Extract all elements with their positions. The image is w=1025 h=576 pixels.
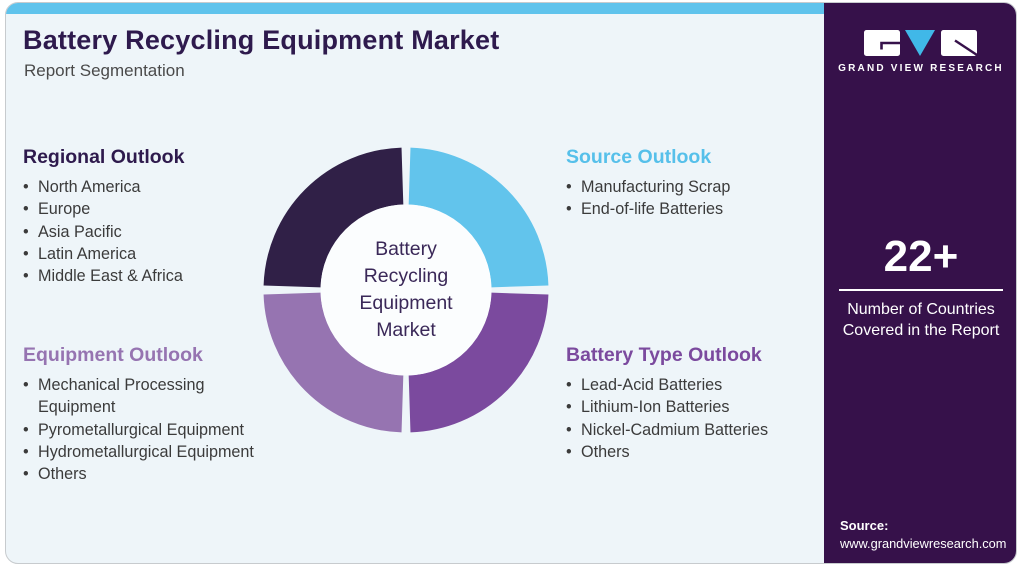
list-item: •Others xyxy=(566,441,826,463)
bullet-icon: • xyxy=(566,200,572,219)
source-url-link[interactable]: www.grandviewresearch.com xyxy=(840,536,1007,551)
list-item: •Others xyxy=(23,463,285,485)
section-regional-outlook: Regional Outlook •North America•Europe•A… xyxy=(23,146,293,287)
bullet-icon: • xyxy=(23,244,29,263)
equipment-outlook-title: Equipment Outlook xyxy=(23,344,203,366)
bullet-icon: • xyxy=(23,200,29,219)
bullet-icon: • xyxy=(23,178,29,196)
source-label: Source: xyxy=(840,518,889,533)
list-item: •Hydrometallurgical Equipment xyxy=(23,441,285,463)
donut-segment-source xyxy=(407,147,549,289)
source-block: Source: www.grandviewresearch.com xyxy=(840,518,1006,551)
bullet-icon: • xyxy=(566,178,572,196)
list-item: •North America xyxy=(23,176,293,198)
section-equipment-outlook: Equipment Outlook •Mechanical Processing… xyxy=(23,344,285,485)
bullet-icon: • xyxy=(23,420,29,439)
bullet-icon: • xyxy=(23,465,29,484)
list-item: •Middle East & Africa xyxy=(23,265,293,287)
section-source-outlook: Source Outlook •Manufacturing Scrap•End-… xyxy=(566,146,826,221)
list-item: •Latin America xyxy=(23,243,293,265)
list-item: •Asia Pacific xyxy=(23,221,293,243)
list-item: •Nickel-Cadmium Batteries xyxy=(566,419,826,441)
sidebar: GRAND VIEW RESEARCH 22+ Number of Countr… xyxy=(824,3,1016,563)
regional-outlook-title: Regional Outlook xyxy=(23,146,185,168)
page-title: Battery Recycling Equipment Market xyxy=(23,25,500,55)
bullet-icon: • xyxy=(566,398,572,417)
donut-segment-battery-type xyxy=(407,291,549,433)
list-item: •End-of-life Batteries xyxy=(566,198,826,220)
list-item: •Mechanical Processing Equipment xyxy=(23,374,285,419)
source-outlook-list: •Manufacturing Scrap•End-of-life Batteri… xyxy=(566,176,826,221)
page-subtitle: Report Segmentation xyxy=(24,61,185,80)
bullet-icon: • xyxy=(23,267,29,286)
bullet-icon: • xyxy=(566,420,572,439)
list-item: •Pyrometallurgical Equipment xyxy=(23,419,285,441)
donut-segment-regional xyxy=(263,147,405,289)
list-item: •Europe xyxy=(23,198,293,220)
top-accent-bar xyxy=(6,3,824,14)
gvr-logo xyxy=(824,30,1016,62)
list-item: •Manufacturing Scrap xyxy=(566,176,826,198)
countries-count: 22+ xyxy=(883,232,959,281)
battery-type-outlook-list: •Lead-Acid Batteries•Lithium-Ion Batteri… xyxy=(566,374,826,463)
donut-hole xyxy=(320,204,492,376)
source-outlook-title: Source Outlook xyxy=(566,146,712,168)
donut-center-label: Battery Recycling Equipment Market xyxy=(359,238,453,341)
bullet-icon: • xyxy=(566,442,572,461)
report-card: Battery Recycling Equipment Market Repor… xyxy=(5,2,1017,564)
donut-segment-equipment xyxy=(263,291,405,433)
regional-outlook-list: •North America•Europe•Asia Pacific•Latin… xyxy=(23,176,293,287)
section-battery-type-outlook: Battery Type Outlook •Lead-Acid Batterie… xyxy=(566,344,826,463)
list-item: •Lithium-Ion Batteries xyxy=(566,396,826,418)
list-item: •Lead-Acid Batteries xyxy=(566,374,826,396)
battery-type-outlook-title: Battery Type Outlook xyxy=(566,344,762,366)
equipment-outlook-list: •Mechanical Processing Equipment•Pyromet… xyxy=(23,374,285,485)
bullet-icon: • xyxy=(23,222,29,241)
countries-stat: 22+ Number of Countries Covered in the R… xyxy=(824,232,1016,342)
donut-chart-svg xyxy=(263,147,549,433)
bullet-icon: • xyxy=(23,442,29,461)
bullet-icon: • xyxy=(566,376,572,394)
bullet-icon: • xyxy=(23,376,29,394)
gvr-logo-text: GRAND VIEW RESEARCH xyxy=(838,63,1004,74)
countries-label: Number of Countries Covered in the Repor… xyxy=(842,300,1000,340)
gvr-logo-icon xyxy=(864,30,978,57)
donut-chart: Battery Recycling Equipment Market xyxy=(256,140,556,440)
stat-divider xyxy=(839,289,1003,291)
